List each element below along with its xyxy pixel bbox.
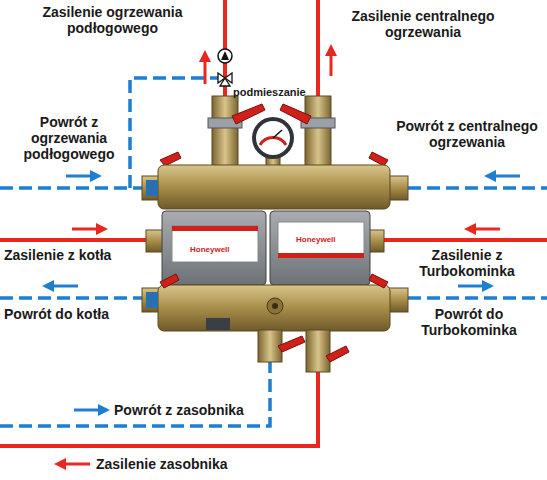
brand-label: Honeywell xyxy=(296,236,336,244)
pipe-label: Powrót z ogrzewania podłogowego xyxy=(4,114,134,162)
pipe-label: Zasilenie zasobnika xyxy=(96,456,228,472)
pipe-label: Zasilenie z kotła xyxy=(4,247,111,263)
brand-label: Honeywell xyxy=(190,246,230,254)
pipe-label: Powrót z zasobnika xyxy=(114,402,244,418)
pipe-label: Zasilenie ogrzewania podłogowego xyxy=(25,4,200,36)
pipe-label: Powrót do Turbokominka xyxy=(395,306,543,338)
pipe-label: Powrót do kotła xyxy=(4,306,109,322)
pipe-label: Zasilenie z Turbokominka xyxy=(392,247,542,279)
pipe-label: podmieszanie xyxy=(233,86,306,99)
pipe-label: Powrót z centralnego ogrzewania xyxy=(392,118,542,150)
pipe-label: Zasilenie centralnego ogrzewania xyxy=(338,8,508,40)
